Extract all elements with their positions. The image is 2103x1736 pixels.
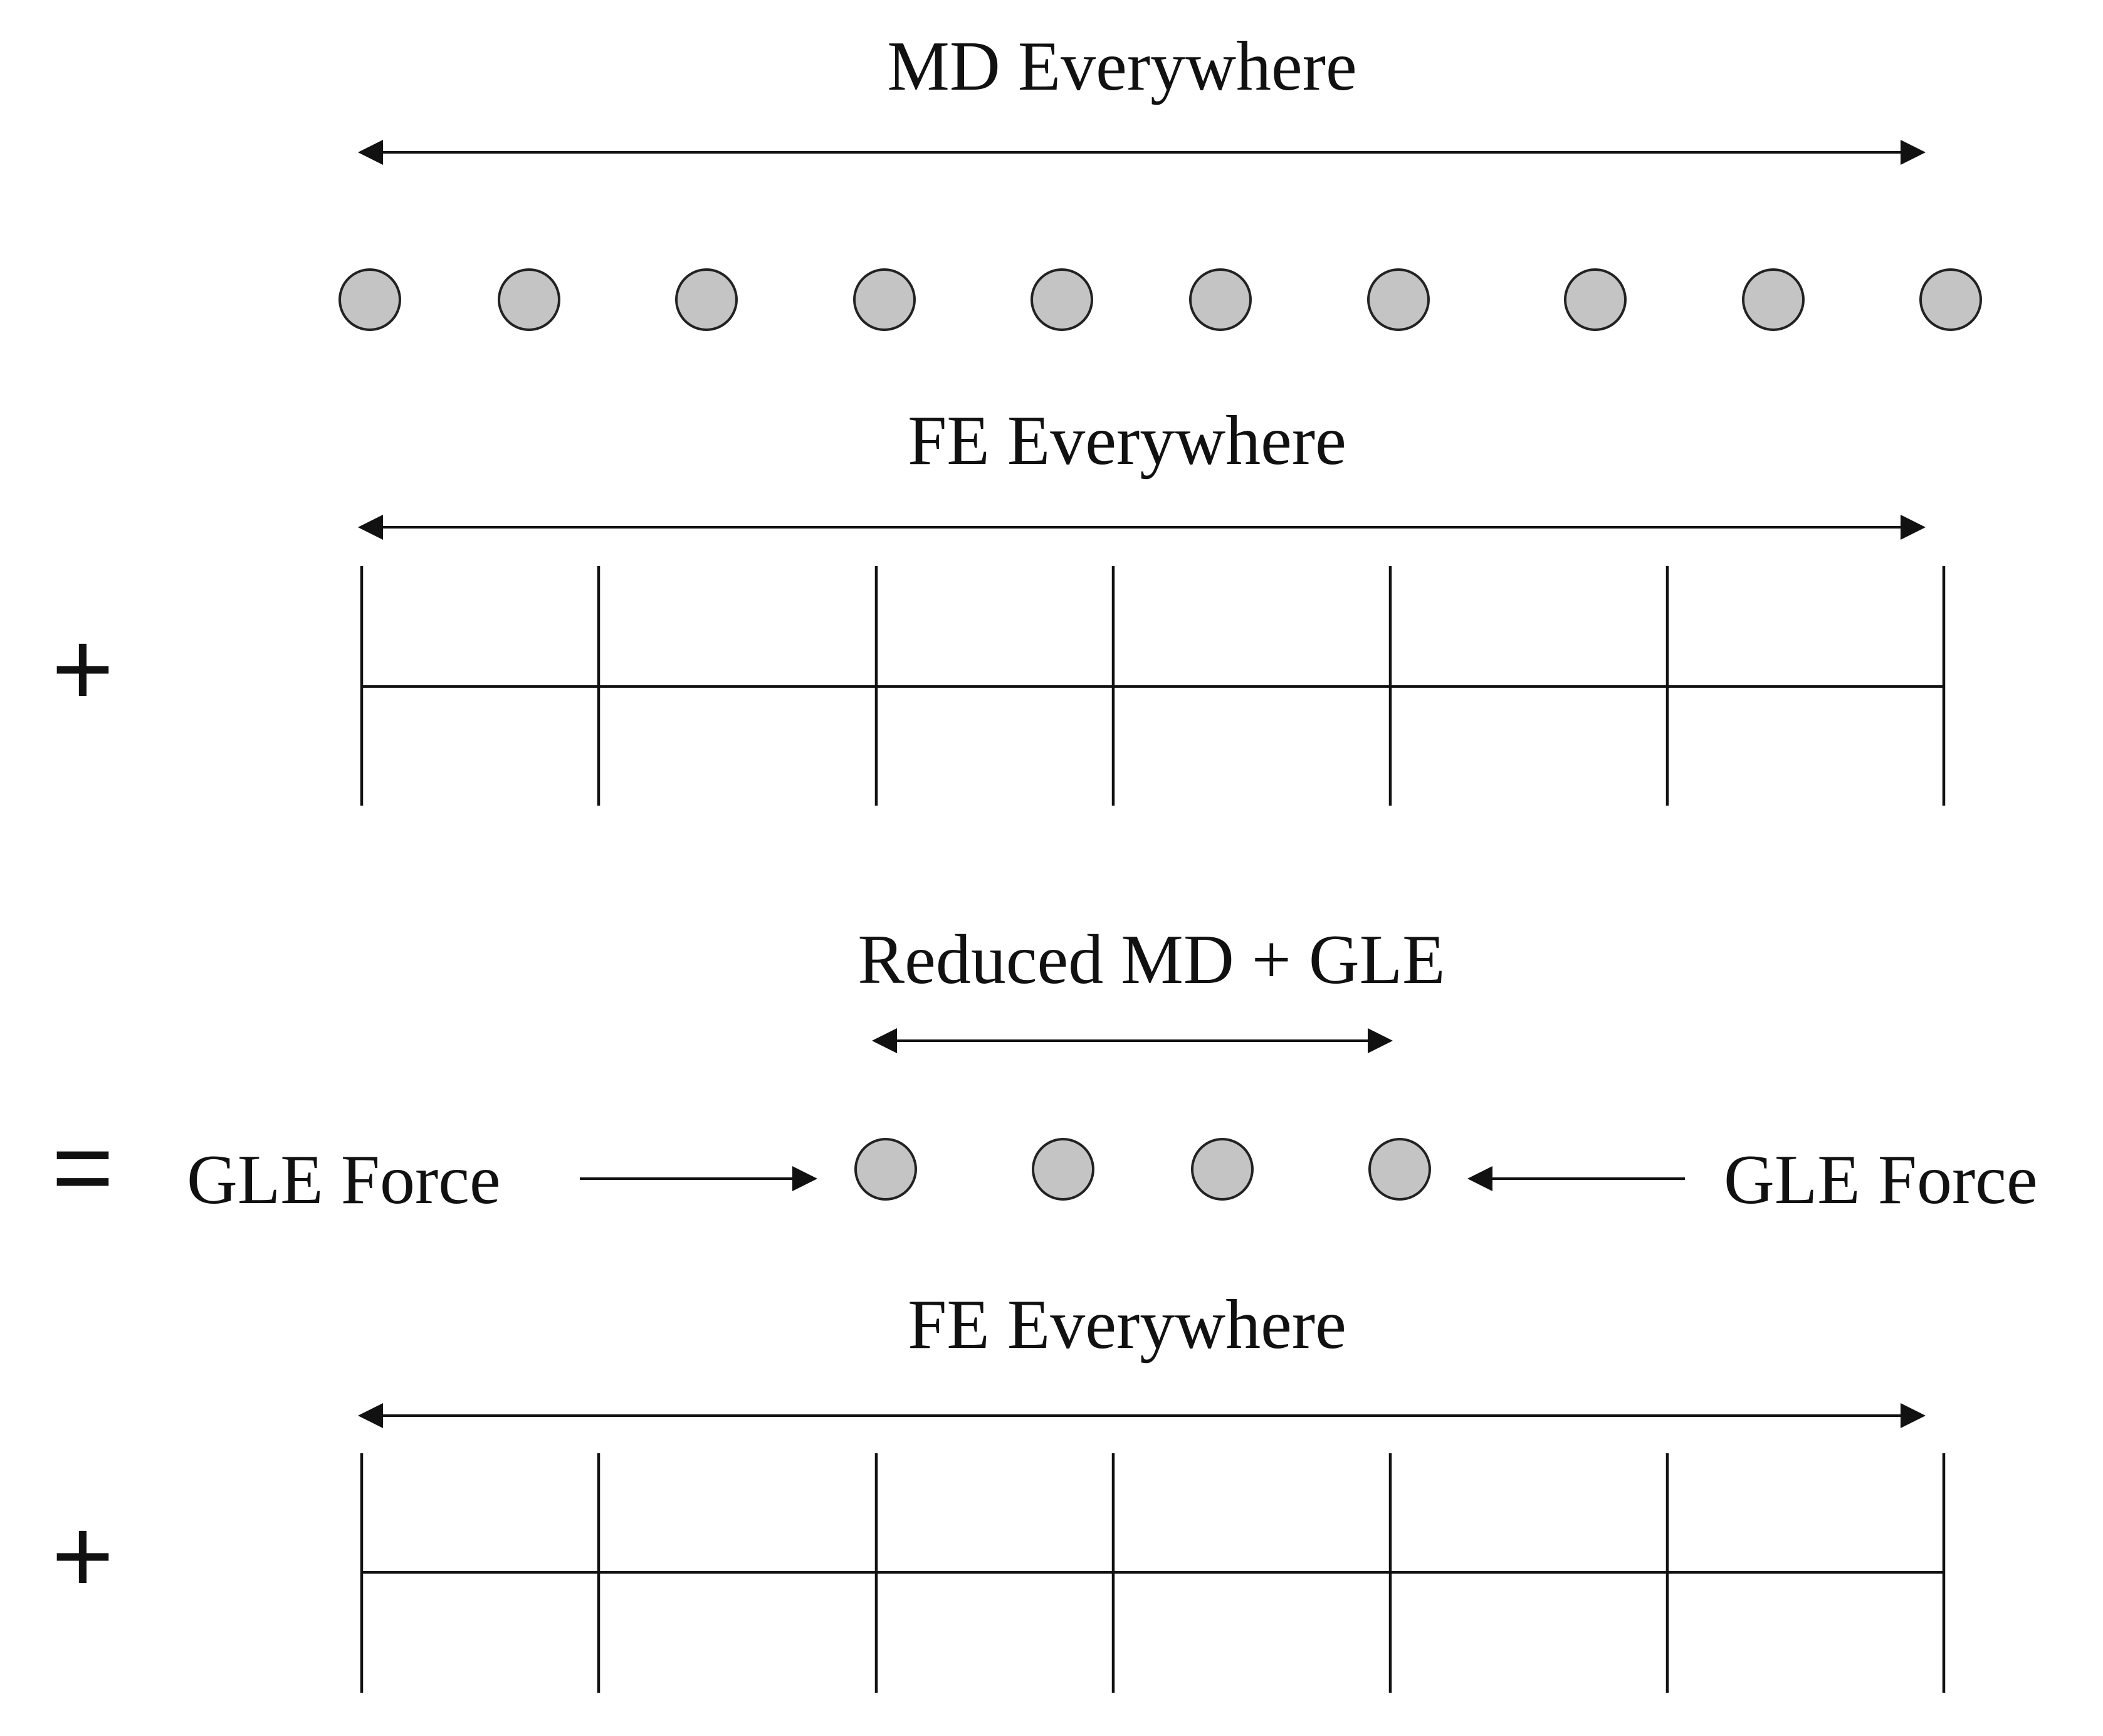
reduced-md-gle-label: Reduced MD + GLE [857,921,1445,999]
md-atom [675,268,738,331]
fe-mesh-bottom [360,1453,1946,1693]
md-atom [1189,268,1252,331]
md-atom [854,1138,917,1201]
md-atom [1742,268,1805,331]
equals-sign: = [51,1108,113,1227]
fe-everywhere-label-top: FE Everywhere [908,402,1346,480]
reduced-md-atoms [854,1138,1431,1201]
md-atom [1919,268,1982,331]
md-everywhere-label: MD Everywhere [887,28,1357,105]
md-atom [1032,1138,1094,1201]
md-atom [1564,268,1627,331]
md-atom [1367,268,1430,331]
fe-everywhere-label-bottom: FE Everywhere [908,1286,1346,1364]
plus-sign-top: + [51,609,113,729]
plus-sign-bottom: + [51,1497,113,1616]
md-atom [1031,268,1093,331]
md-atom [853,268,916,331]
md-atom [338,268,401,331]
md-atom [1368,1138,1431,1201]
gle-force-label-left: GLE Force [187,1141,501,1219]
md-atom [498,268,560,331]
full-md-atoms [338,268,1982,331]
md-atom [1191,1138,1254,1201]
gle-force-label-right: GLE Force [1724,1141,2038,1219]
fe-mesh-top [360,566,1946,806]
